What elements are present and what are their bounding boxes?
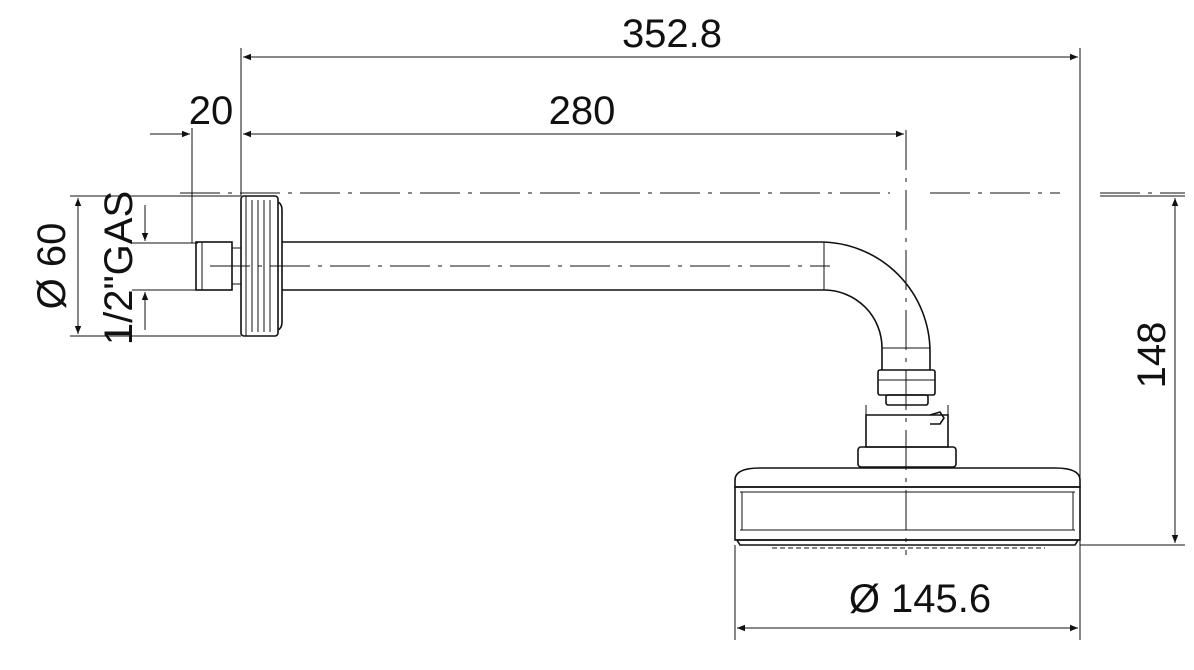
shower-arm <box>195 195 1081 549</box>
arm-tube <box>282 241 931 370</box>
swivel-joint <box>857 369 957 468</box>
dim-thread-size: 1/2"GAS <box>97 191 141 345</box>
extension-lines <box>70 48 1185 640</box>
shower-head <box>734 467 1081 549</box>
dim-flange-diameter: Ø 60 <box>30 223 74 310</box>
dim-overall-length: 352.8 <box>622 12 722 56</box>
wall-flange <box>240 195 283 337</box>
dim-height: 148 <box>1130 322 1174 389</box>
center-lines <box>180 130 1185 555</box>
dimension-labels: 352.8 280 20 Ø 60 1/2"GAS 148 Ø 145.6 <box>30 12 1174 621</box>
dim-arm-length: 280 <box>549 89 616 133</box>
dim-wall-nut-offset: 20 <box>189 89 234 133</box>
dim-head-diameter: Ø 145.6 <box>849 577 991 621</box>
dimension-lines <box>74 53 1179 632</box>
